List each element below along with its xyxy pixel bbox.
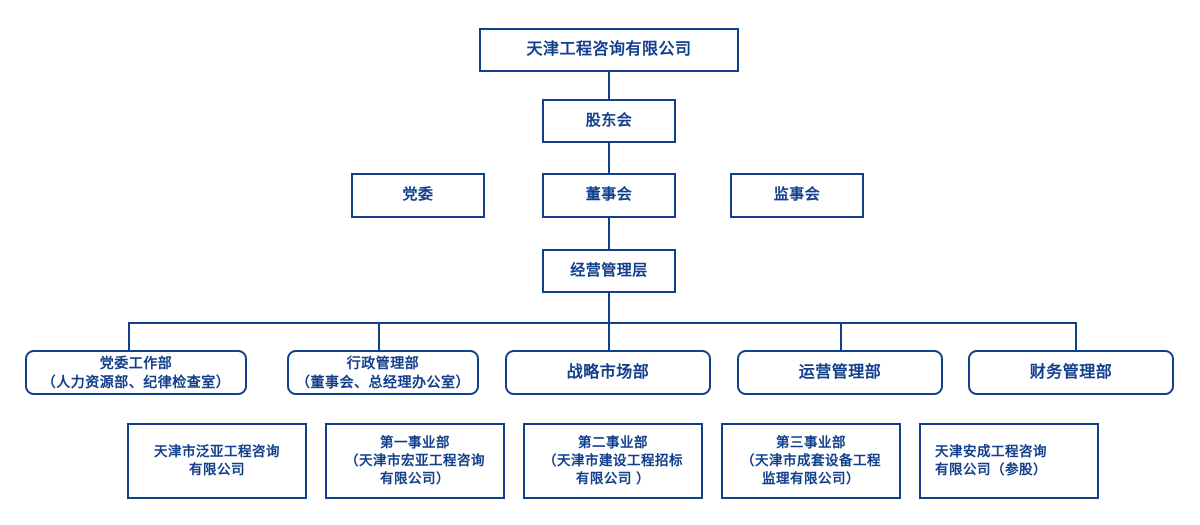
node-business-unit-first[interactable]: 第一事业部 （天津市宏亚工程咨询 有限公司） [325, 423, 505, 499]
node-subsidiary-ancheng-line-2: 有限公司（参股） [935, 462, 1047, 477]
node-department-administration[interactable]: 行政管理部 （董事会、总经理办公室） [287, 350, 479, 395]
connector-board-to-management [608, 218, 610, 249]
node-business-unit-second-line-3: 有限公司 ） [575, 471, 651, 487]
node-business-unit-third-line-1: 第三事业部 [776, 434, 846, 450]
connector-root-to-shareholders [608, 72, 610, 99]
node-board-of-directors-label: 董事会 [585, 186, 633, 204]
node-subsidiary-ancheng-line-1: 天津安成工程咨询 [935, 443, 1047, 459]
node-department-party-affairs[interactable]: 党委工作部 （人力资源部、纪律检查室） [25, 350, 247, 395]
node-subsidiary-fanya-line-2: 有限公司 [189, 462, 245, 477]
node-root-company-label: 天津工程咨询有限公司 [526, 41, 692, 59]
node-supervisory-board[interactable]: 监事会 [730, 173, 864, 218]
node-department-party-affairs-line-1: 党委工作部 [99, 354, 173, 371]
node-business-unit-third-line-3: 监理有限公司） [762, 471, 860, 487]
node-department-operations-label: 运营管理部 [798, 363, 882, 381]
connector-department-bus [128, 322, 1076, 324]
node-department-finance[interactable]: 财务管理部 [968, 350, 1174, 395]
connector-dept-stem-2 [378, 322, 380, 350]
connector-dept-stem-4 [840, 322, 842, 350]
node-root-company[interactable]: 天津工程咨询有限公司 [479, 28, 739, 72]
node-department-strategy-market[interactable]: 战略市场部 [505, 350, 711, 395]
connector-management-stem [608, 293, 610, 323]
node-department-strategy-market-label: 战略市场部 [566, 363, 650, 381]
node-management-layer-label: 经营管理层 [570, 261, 648, 279]
node-business-unit-third[interactable]: 第三事业部 （天津市成套设备工程 监理有限公司） [721, 423, 901, 499]
node-business-unit-first-line-2: （天津市宏亚工程咨询 [345, 452, 485, 468]
node-department-administration-line-2: （董事会、总经理办公室） [296, 373, 470, 390]
node-subsidiary-ancheng[interactable]: 天津安成工程咨询 有限公司（参股） [919, 423, 1099, 499]
node-business-unit-third-line-2: （天津市成套设备工程 [741, 452, 881, 468]
node-shareholders-meeting-label: 股东会 [585, 111, 633, 129]
node-department-party-affairs-line-2: （人力资源部、纪律检查室） [41, 373, 231, 390]
node-department-finance-label: 财务管理部 [1029, 363, 1113, 381]
node-party-committee-label: 党委 [402, 186, 434, 204]
node-subsidiary-fanya[interactable]: 天津市泛亚工程咨询 有限公司 [127, 423, 307, 499]
node-shareholders-meeting[interactable]: 股东会 [542, 99, 676, 143]
node-business-unit-second[interactable]: 第二事业部 （天津市建设工程招标 有限公司 ） [523, 423, 703, 499]
node-business-unit-second-line-1: 第二事业部 [578, 434, 648, 450]
connector-dept-stem-1 [128, 322, 130, 350]
connector-dept-stem-3 [608, 322, 610, 350]
node-business-unit-first-line-3: 有限公司） [380, 471, 450, 487]
node-business-unit-first-line-1: 第一事业部 [380, 434, 450, 450]
node-department-administration-line-1: 行政管理部 [346, 354, 420, 371]
connector-shareholders-to-board [608, 143, 610, 173]
node-party-committee[interactable]: 党委 [351, 173, 485, 218]
node-department-operations[interactable]: 运营管理部 [737, 350, 943, 395]
node-subsidiary-fanya-line-1: 天津市泛亚工程咨询 [154, 443, 280, 459]
node-business-unit-second-line-2: （天津市建设工程招标 [543, 452, 683, 468]
node-board-of-directors[interactable]: 董事会 [542, 173, 676, 218]
node-supervisory-board-label: 监事会 [773, 186, 821, 204]
node-management-layer[interactable]: 经营管理层 [542, 249, 676, 293]
connector-dept-stem-5 [1075, 322, 1077, 350]
